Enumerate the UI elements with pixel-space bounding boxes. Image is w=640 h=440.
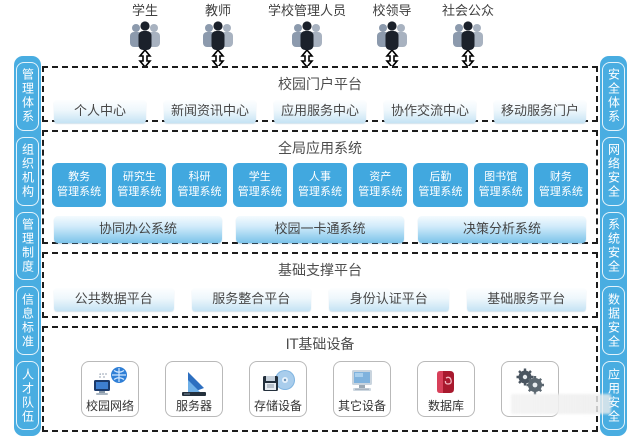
system-box: 人事管理系统 (292, 163, 348, 207)
double-arrow-icon (138, 49, 152, 67)
system-wide-box: 协同办公系统 (54, 216, 222, 243)
storage-icon (263, 370, 295, 391)
device-label: 数据库 (427, 399, 464, 413)
system-box: 研究生管理系统 (112, 163, 167, 207)
support-item: 基础服务平台 (466, 288, 586, 311)
other-devices-icon (352, 370, 372, 391)
device-campus-network: 校园网络 (81, 361, 139, 417)
section-it-infrastructure: IT基础设备 校园网络 (42, 326, 598, 432)
device-label: 校园网络 (85, 399, 134, 413)
sidebar-item: 信息标准 (16, 286, 39, 356)
system-box: 财务管理系统 (533, 163, 588, 207)
portal-item: 移动服务门户 (494, 100, 586, 123)
sidebar-item: 组织机构 (16, 136, 39, 206)
people-group-icon (203, 20, 233, 50)
section-portal-platform: 校园门户平台 个人中心 新闻资讯中心 应用服务中心 协作交流中心 移动服务门户 (42, 66, 598, 123)
system-box: 资产管理系统 (353, 163, 408, 207)
device-label: 服务器 (175, 399, 212, 413)
portal-item: 个人中心 (54, 100, 146, 123)
double-arrow-icon (300, 49, 314, 67)
people-group-icon (292, 20, 322, 50)
user-group-students: 学生 (90, 4, 200, 67)
support-item: 公共数据平台 (54, 288, 174, 311)
sidebar-item: 人才队伍 (16, 361, 39, 430)
system-wide-box: 校园一卡通系统 (236, 216, 404, 243)
sidebar-item: 系统安全 (602, 211, 625, 281)
portal-item: 新闻资讯中心 (164, 100, 256, 123)
people-group-icon (453, 20, 483, 50)
device-label: 其它设备 (337, 399, 386, 413)
support-item: 身份认证平台 (329, 288, 449, 311)
portal-item: 协作交流中心 (384, 100, 476, 123)
user-group-label: 社会公众 (441, 4, 494, 19)
user-group-leaders: 校领导 (337, 4, 447, 67)
device-server: 服务器 (165, 361, 223, 417)
user-group-label: 学校管理人员 (267, 4, 346, 19)
people-group-icon (130, 20, 160, 50)
system-box: 图书馆管理系统 (473, 163, 528, 207)
sidebar-item: 管理制度 (16, 211, 39, 281)
device-label: 存储设备 (253, 399, 302, 413)
server-icon (182, 372, 206, 396)
system-box: 后勤管理系统 (413, 163, 468, 207)
user-group-label: 校领导 (372, 4, 412, 19)
section-support-platform: 基础支撑平台 公共数据平台 服务整合平台 身份认证平台 基础服务平台 (42, 252, 598, 318)
section-global-applications: 全局应用系统 教务管理系统 研究生管理系统 科研管理系统 学生管理系统 人事管理… (42, 130, 598, 244)
section-title: 全局应用系统 (278, 141, 362, 157)
system-box: 科研管理系统 (172, 163, 227, 207)
user-group-public: 社会公众 (413, 4, 523, 67)
system-box: 学生管理系统 (232, 163, 287, 207)
sidebar-item: 安全体系 (602, 62, 625, 131)
user-group-admin-staff: 学校管理人员 (252, 4, 362, 67)
people-group-icon (377, 20, 407, 50)
portal-item: 应用服务中心 (274, 100, 366, 123)
device-other: 其它设备 (333, 361, 391, 417)
device-storage: 存储设备 (249, 361, 307, 417)
database-icon (437, 371, 454, 393)
device-database: 数据库 (417, 361, 475, 417)
double-arrow-icon (385, 49, 399, 67)
security-system-sidebar: 安全体系 网络安全 系统安全 数据安全 应用安全 (600, 56, 627, 436)
gears-icon (516, 368, 544, 395)
system-box: 教务管理系统 (52, 163, 107, 207)
management-system-sidebar: 管理体系 组织机构 管理制度 信息标准 人才队伍 (14, 56, 41, 436)
double-arrow-icon (211, 49, 225, 67)
sidebar-item: 网络安全 (602, 136, 625, 206)
sidebar-item: 数据安全 (602, 286, 625, 356)
sidebar-item: 管理体系 (16, 62, 39, 131)
section-title: 基础支撑平台 (278, 263, 362, 279)
user-group-label: 学生 (131, 4, 158, 19)
system-wide-box: 决策分析系统 (418, 216, 586, 243)
user-group-label: 教师 (204, 4, 231, 19)
double-arrow-icon (461, 49, 475, 67)
section-title: 校园门户平台 (278, 77, 362, 93)
campus-network-icon (94, 367, 127, 395)
section-title: IT基础设备 (285, 337, 355, 353)
user-group-teachers: 教师 (163, 4, 273, 67)
support-item: 服务整合平台 (191, 288, 311, 311)
watermark-blur (511, 394, 611, 414)
